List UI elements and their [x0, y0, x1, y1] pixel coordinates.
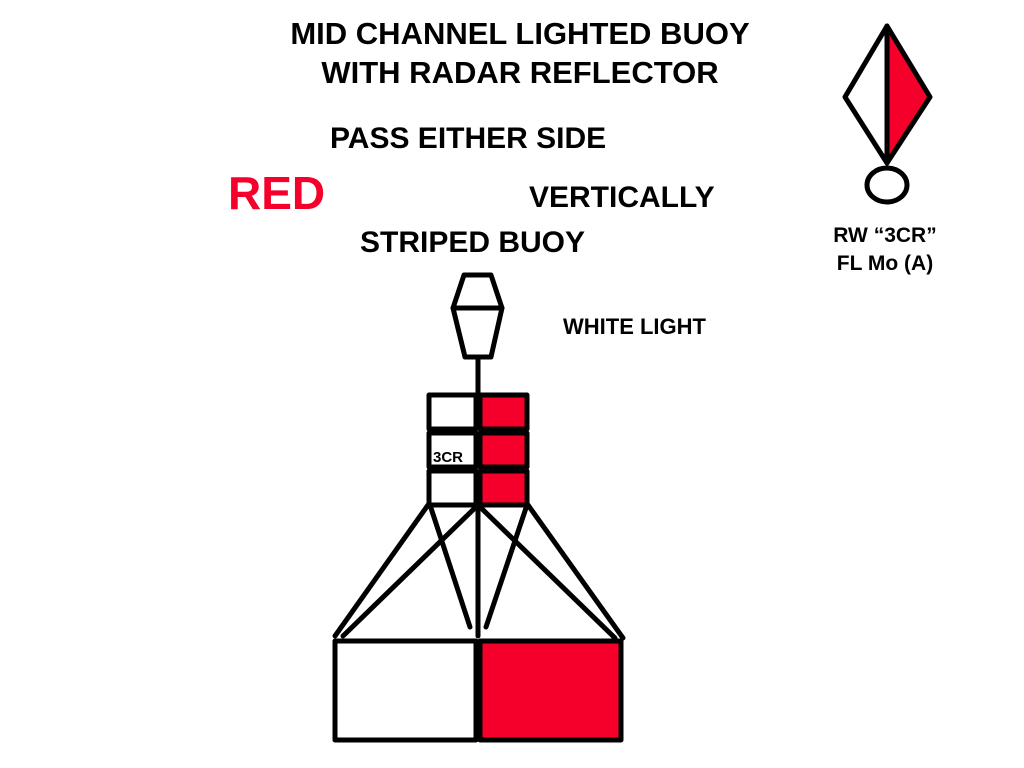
pass-either-side-label: PASS EITHER SIDE [330, 122, 607, 155]
chart-symbol-position-circle [864, 165, 910, 205]
tower-leg-inner-right [483, 502, 530, 630]
reflector-red-middle [477, 430, 530, 470]
red-color-label: RED [228, 167, 326, 219]
light-lantern [450, 272, 505, 360]
chart-symbol-caption: RW “3CR” FL Mo (A) [800, 222, 970, 278]
reflector-red-bottom [477, 468, 530, 508]
title-line-2: WITH RADAR REFLECTOR [321, 55, 719, 90]
tower-leg-inner-left [427, 502, 473, 630]
chart-symbol-designation: RW “3CR” [833, 224, 937, 247]
vertically-label: VERTICALLY [529, 181, 715, 214]
buoy-structure [332, 272, 626, 743]
hull-white-half [332, 638, 479, 743]
buoy-number-label: 3CR [433, 449, 463, 466]
reflector-white-bottom [426, 468, 479, 508]
chart-symbol-red-half [884, 23, 933, 166]
striped-buoy-label: STRIPED BUOY [360, 226, 586, 259]
chart-symbol-icon [842, 23, 933, 205]
chart-symbol-light-characteristic: FL Mo (A) [836, 252, 934, 275]
reflector-red-top [477, 392, 530, 432]
reflector-white-middle [426, 430, 479, 470]
white-light-label: WHITE LIGHT [563, 314, 706, 339]
reflector-white-top [426, 392, 479, 432]
tower-leg-outer-left [332, 502, 431, 639]
diagram-title: MID CHANNEL LIGHTED BUOY WITH RADAR REFL… [200, 14, 840, 92]
hull-red-half [477, 638, 624, 743]
tower-brace-left [340, 502, 481, 639]
title-line-1: MID CHANNEL LIGHTED BUOY [290, 16, 750, 51]
tower-leg-outer-right [525, 502, 626, 641]
chart-symbol-white-half [842, 23, 890, 166]
tower-brace-right [475, 502, 618, 641]
